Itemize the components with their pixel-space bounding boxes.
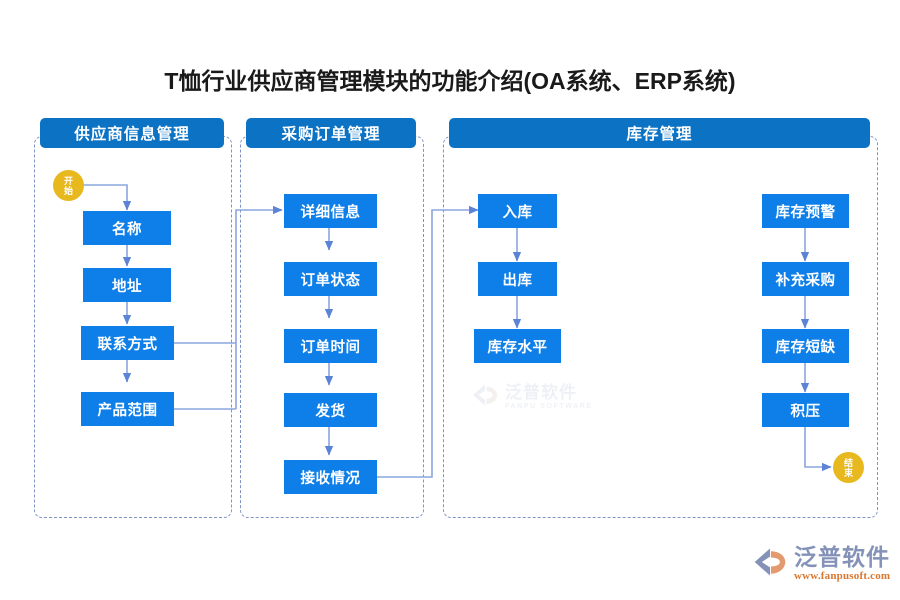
node-stock-level[interactable]: 库存水平 — [474, 329, 561, 363]
fanpu-logo-icon — [470, 380, 500, 415]
node-address[interactable]: 地址 — [83, 268, 171, 302]
node-shortage-label: 库存短缺 — [775, 339, 836, 356]
node-replenish[interactable]: 补充采购 — [762, 262, 849, 296]
terminator-end-line2: 束 — [843, 467, 853, 478]
node-receiving-label: 接收情况 — [300, 470, 361, 487]
node-stock-alert[interactable]: 库存预警 — [762, 194, 849, 228]
terminator-end-line1: 结 — [843, 457, 853, 468]
node-product-range[interactable]: 产品范围 — [81, 392, 174, 426]
brand-logo-url: www.fanpusoft.com — [794, 570, 891, 582]
node-receiving[interactable]: 接收情况 — [284, 460, 377, 494]
terminator-end: 结 束 — [833, 452, 864, 483]
terminator-start-line2: 始 — [63, 185, 73, 196]
brand-logo-cn: 泛普软件 — [794, 544, 890, 570]
node-stock-out[interactable]: 出库 — [478, 262, 557, 296]
watermark-center-text-group: 泛普软件 FANPU SOFTWARE — [505, 382, 593, 411]
panel-header-inventory-label: 库存管理 — [626, 126, 693, 143]
node-product-range-label: 产品范围 — [97, 402, 158, 419]
terminator-start-line1: 开 — [63, 175, 73, 186]
panel-header-supplier-info: 供应商信息管理 — [40, 118, 224, 148]
node-replenish-label: 补充采购 — [775, 272, 836, 289]
node-contact-label: 联系方式 — [97, 336, 158, 353]
node-shipping[interactable]: 发货 — [284, 393, 377, 427]
page-title: T恤行业供应商管理模块的功能介绍(OA系统、ERP系统) — [164, 68, 736, 94]
panel-header-purchase-order: 采购订单管理 — [246, 118, 416, 148]
node-stock-level-label: 库存水平 — [487, 339, 548, 356]
watermark-center-cn: 泛普软件 — [505, 382, 577, 402]
watermark-center-en: FANPU SOFTWARE — [505, 402, 593, 410]
node-overstock[interactable]: 积压 — [762, 393, 849, 427]
node-details-label: 详细信息 — [300, 204, 361, 221]
node-stock-in[interactable]: 入库 — [478, 194, 557, 228]
node-order-time-label: 订单时间 — [300, 339, 361, 356]
watermark-fanpu-center: 泛普软件 FANPU SOFTWARE — [470, 375, 620, 419]
node-address-label: 地址 — [112, 278, 142, 295]
brand-logo-text-group: 泛普软件 www.fanpusoft.com — [794, 545, 890, 583]
terminator-start: 开 始 — [53, 170, 84, 201]
node-shipping-label: 发货 — [315, 403, 346, 420]
brand-logo: 泛普软件 www.fanpusoft.com — [752, 538, 892, 590]
node-name[interactable]: 名称 — [83, 211, 171, 245]
node-overstock-label: 积压 — [790, 403, 821, 420]
fanpu-brand-icon — [752, 544, 788, 585]
node-stock-alert-label: 库存预警 — [775, 204, 836, 221]
node-name-label: 名称 — [112, 221, 142, 238]
panel-header-purchase-order-label: 采购订单管理 — [281, 126, 381, 143]
node-stock-in-label: 入库 — [502, 204, 533, 221]
node-details[interactable]: 详细信息 — [284, 194, 377, 228]
panel-header-supplier-info-label: 供应商信息管理 — [74, 126, 190, 143]
node-order-time[interactable]: 订单时间 — [284, 329, 377, 363]
node-contact[interactable]: 联系方式 — [81, 326, 174, 360]
node-order-status-label: 订单状态 — [300, 272, 361, 289]
node-shortage[interactable]: 库存短缺 — [762, 329, 849, 363]
node-order-status[interactable]: 订单状态 — [284, 262, 377, 296]
node-stock-out-label: 出库 — [502, 272, 533, 289]
panel-header-inventory: 库存管理 — [449, 118, 870, 148]
